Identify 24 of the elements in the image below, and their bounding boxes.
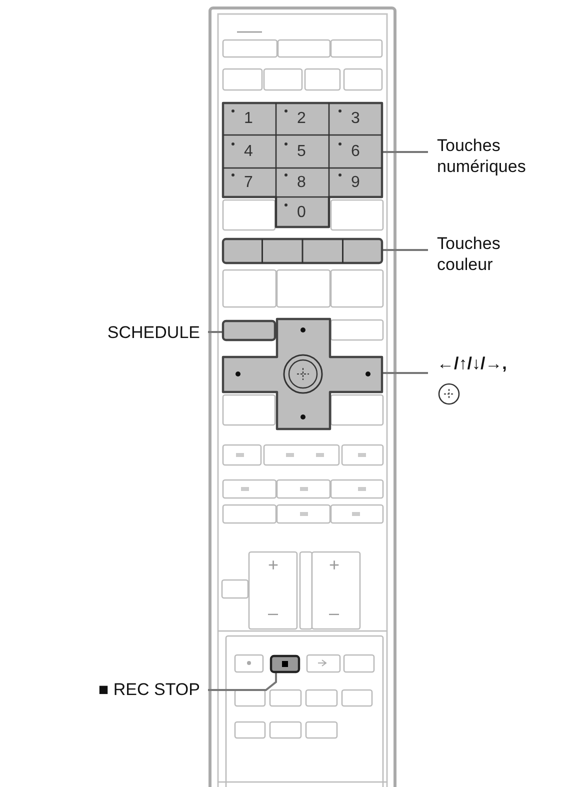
key-label: 6 <box>351 144 360 160</box>
callout-label: Touches numériques <box>437 135 527 177</box>
key-symbol: – <box>329 604 340 622</box>
key-label: 1 <box>244 111 253 127</box>
key-label: 0 <box>297 205 306 221</box>
key-symbol: + <box>268 556 279 574</box>
leader-line <box>208 673 277 691</box>
leader-line <box>383 372 428 374</box>
key-label: 3 <box>351 111 360 127</box>
callout-label: ■ REC STOP <box>98 679 200 700</box>
callout-label: SCHEDULE <box>107 322 200 343</box>
key-label: 4 <box>244 144 253 160</box>
key-label: 2 <box>297 111 306 127</box>
key-label: 9 <box>351 175 360 191</box>
key-label: 8 <box>297 175 306 191</box>
leader-line <box>208 331 222 333</box>
key-label: 5 <box>297 144 306 160</box>
key-symbol: + <box>329 556 340 574</box>
leader-line <box>383 151 428 153</box>
callout-label: ←/↑/↓/→, <box>437 353 507 374</box>
key-label: 7 <box>244 175 253 191</box>
callout-label: Touches couleur <box>437 233 502 275</box>
leader-line <box>383 249 428 251</box>
key-symbol: – <box>268 604 278 622</box>
